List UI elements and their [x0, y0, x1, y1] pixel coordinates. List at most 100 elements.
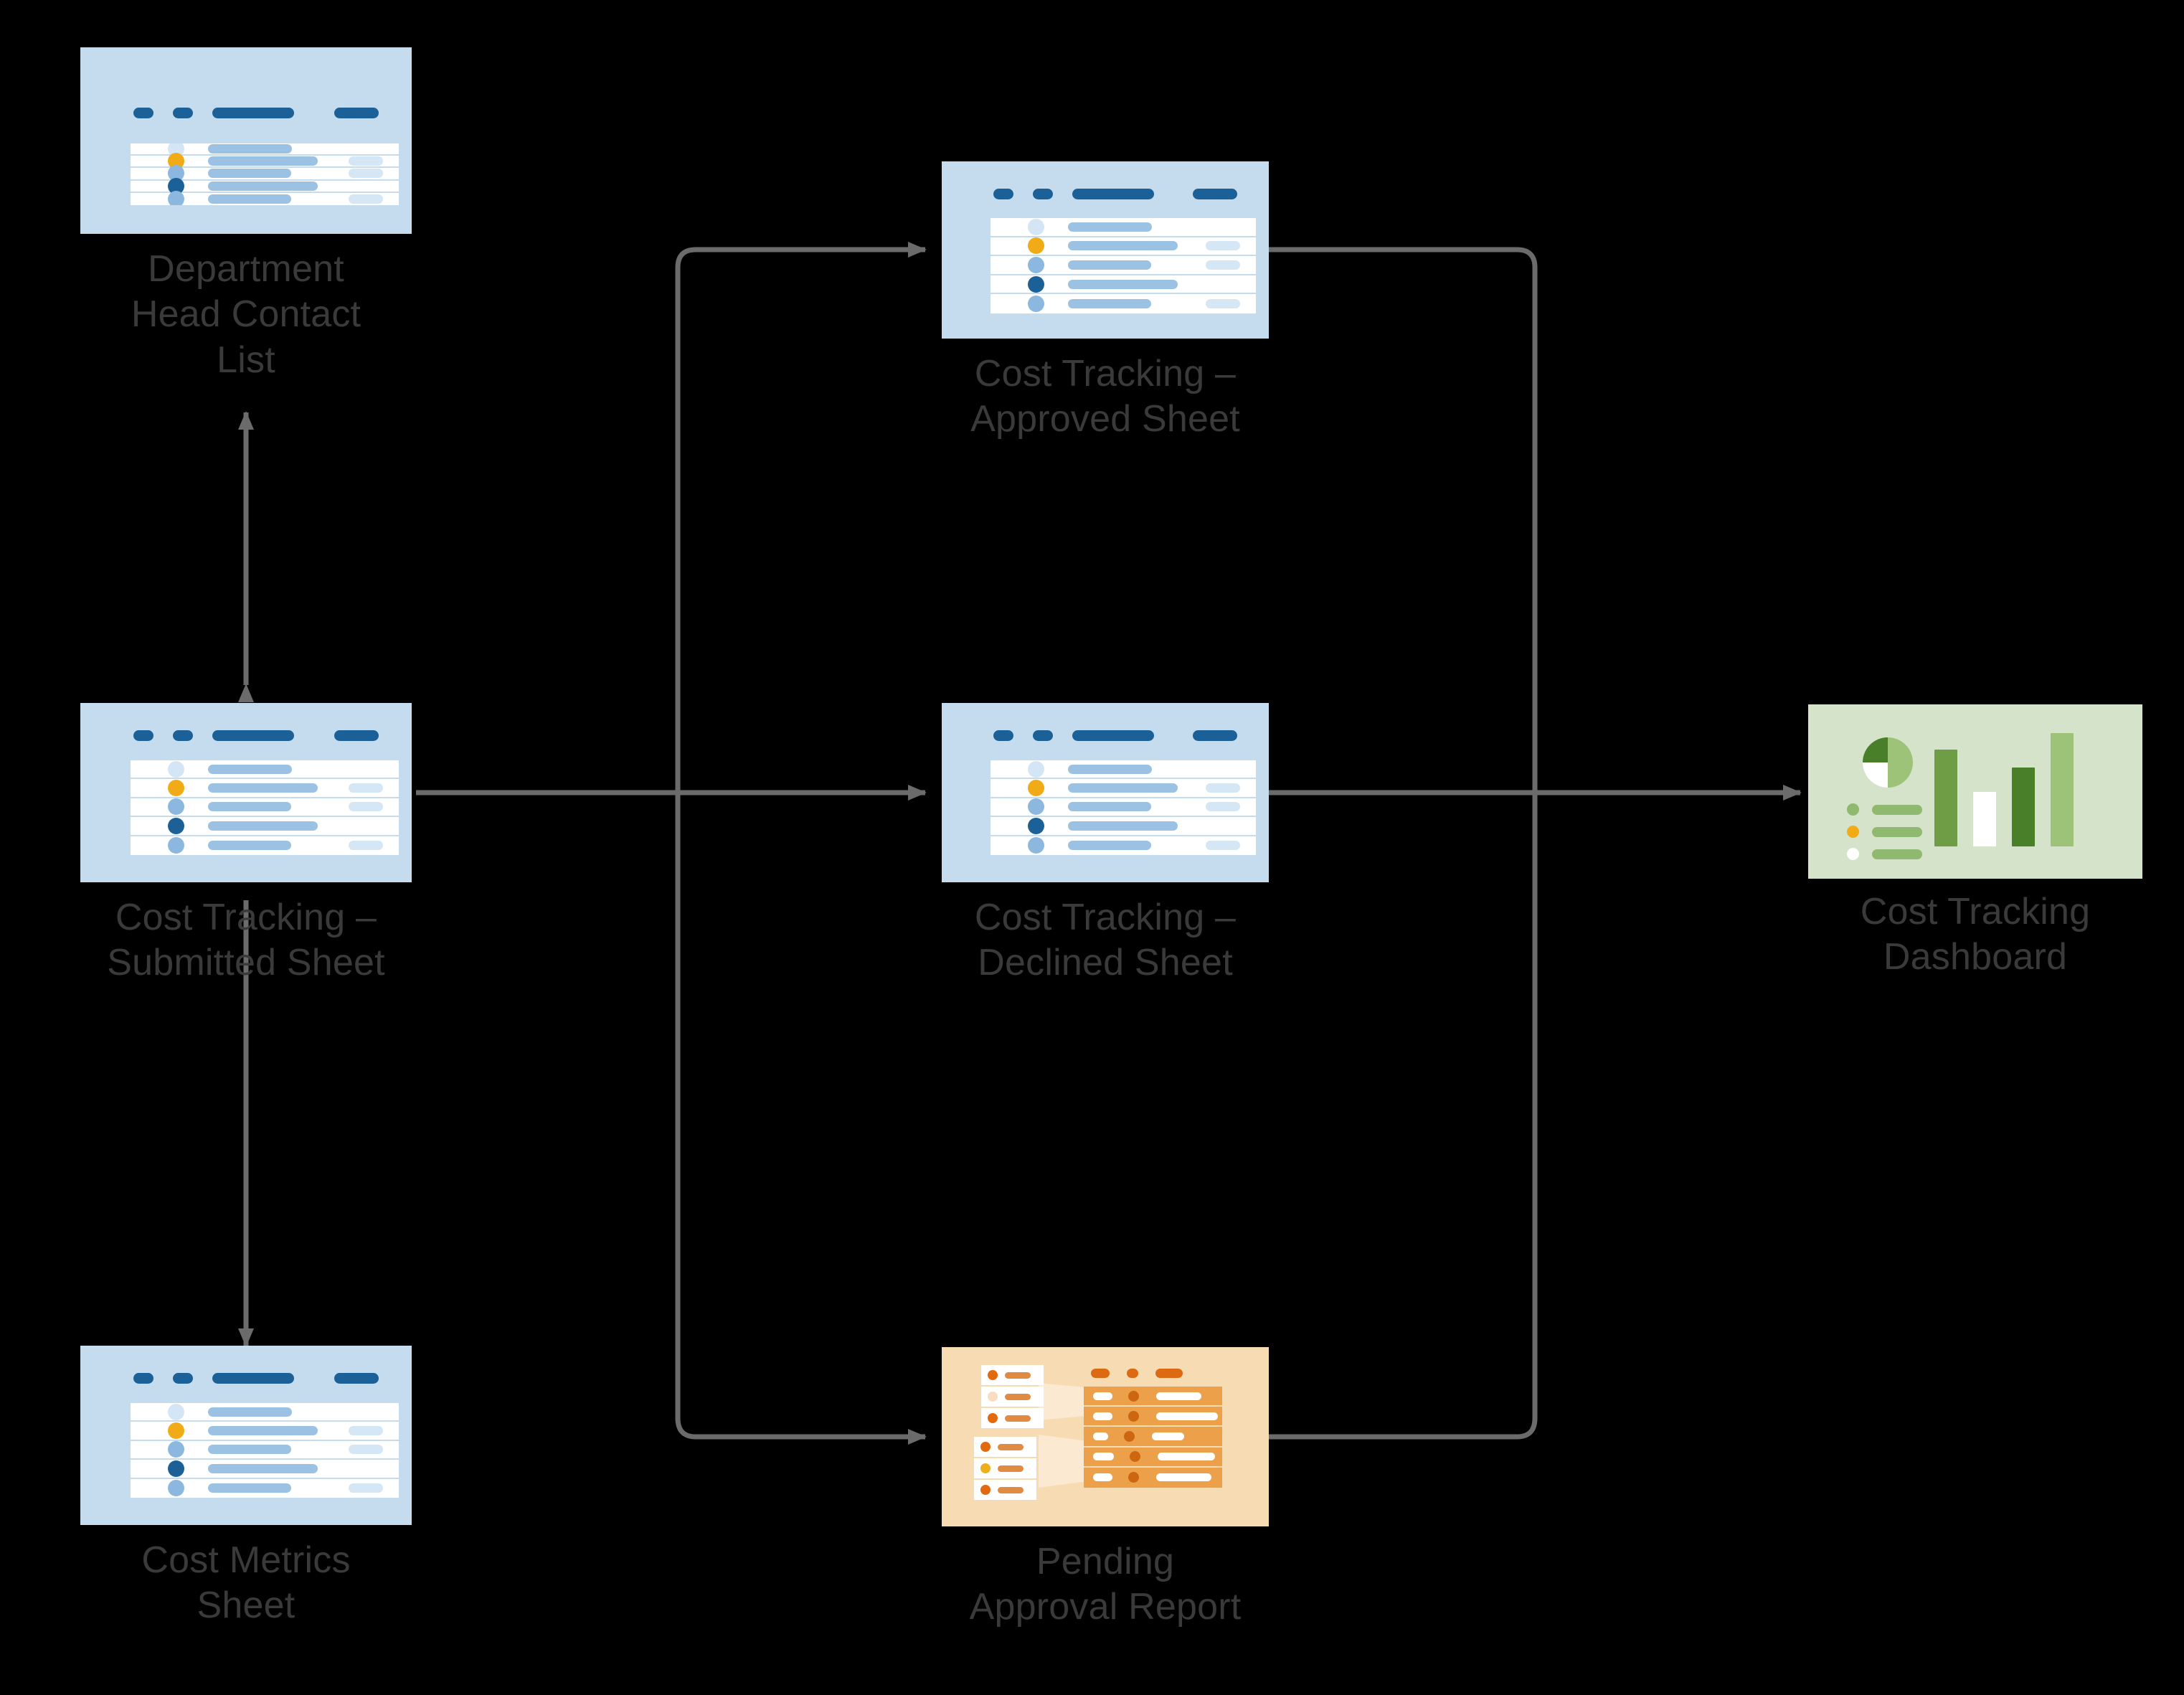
cell-dot	[1128, 1410, 1139, 1422]
status-dot	[1028, 275, 1044, 293]
legend-bar	[1872, 804, 1922, 815]
row-tail-bar	[1206, 260, 1240, 270]
report-icon	[942, 1347, 1269, 1526]
status-dot	[168, 1480, 184, 1497]
record-bar	[1005, 1393, 1031, 1400]
sheet-row	[991, 256, 1256, 275]
row-tail-bar	[349, 783, 383, 793]
status-dot	[1028, 780, 1044, 797]
sheet-row	[991, 218, 1256, 237]
sheet-row	[131, 1422, 399, 1441]
pie-slice-white	[1863, 762, 1888, 788]
row-bar	[1068, 821, 1178, 831]
status-dot	[168, 798, 184, 816]
chart-bar	[1934, 750, 1957, 846]
row-bar	[208, 783, 318, 793]
sheet-row	[991, 779, 1256, 798]
row-bar	[208, 1407, 292, 1417]
table-row	[1084, 1427, 1222, 1448]
row-tail-bar	[1206, 841, 1240, 851]
record-dot	[980, 1485, 991, 1495]
table-row	[1084, 1448, 1222, 1468]
row-bar	[208, 802, 291, 812]
row-tail-bar	[349, 169, 383, 179]
row-bar	[1068, 764, 1152, 774]
status-dot	[168, 177, 184, 194]
row-tail-bar	[349, 1483, 383, 1493]
row-bar	[208, 1445, 291, 1455]
record-dot	[988, 1370, 998, 1380]
row-bar	[208, 1483, 291, 1493]
status-dot	[168, 1460, 184, 1477]
status-dot	[168, 1403, 184, 1420]
node-label: Cost Tracking – Approved Sheet	[970, 353, 1240, 440]
record-card	[981, 1365, 1044, 1385]
status-dot	[168, 190, 184, 205]
row-tail-bar	[349, 194, 383, 204]
chart-bar	[2012, 768, 2035, 846]
row-tail-bar	[349, 1426, 383, 1436]
spreadsheet-icon	[942, 161, 1269, 339]
row-bar	[208, 181, 318, 191]
spreadsheet-icon	[80, 1346, 412, 1525]
edge-submitted-to-approved	[675, 242, 927, 793]
legend-bar	[1872, 849, 1922, 859]
row-tail-bar	[349, 1445, 383, 1455]
cell-bar	[1156, 1473, 1211, 1482]
cell-dot	[1128, 1390, 1139, 1402]
cell-bar	[1156, 1392, 1201, 1400]
row-bar	[1068, 783, 1178, 793]
row-bar	[1068, 279, 1178, 289]
legend-dot	[1847, 826, 1859, 838]
node-label: Department Head Contact List	[131, 248, 361, 381]
chart-legend	[1847, 803, 1922, 860]
spreadsheet-icon	[80, 703, 412, 882]
cell-dot	[1128, 1472, 1139, 1483]
header-pill	[1155, 1369, 1183, 1378]
row-tail-bar	[1206, 783, 1240, 793]
record-dot	[980, 1442, 991, 1452]
row-bar	[1068, 241, 1178, 251]
record-bar	[998, 1443, 1024, 1450]
row-bar	[208, 156, 318, 166]
sheet-row	[131, 153, 399, 170]
row-bar	[208, 144, 292, 154]
sheet-row	[131, 817, 399, 836]
record-card	[981, 1408, 1044, 1428]
sheet-row	[131, 190, 399, 205]
status-dot	[1028, 218, 1044, 235]
table-row	[1084, 1387, 1222, 1407]
sheet-row	[131, 1403, 399, 1422]
sheet-row	[991, 237, 1256, 257]
sheet-row	[131, 1460, 399, 1479]
report-table	[1084, 1387, 1222, 1488]
row-tail-bar	[349, 802, 383, 812]
row-bar	[208, 1463, 318, 1473]
sheet-row	[991, 817, 1256, 836]
legend-dot	[1847, 848, 1859, 860]
status-dot	[1028, 837, 1044, 854]
status-dot	[168, 780, 184, 797]
status-dot	[168, 837, 184, 854]
row-tail-bar	[349, 156, 383, 166]
status-dot	[168, 1441, 184, 1458]
record-dot	[988, 1392, 998, 1402]
node-label: Pending Approval Report	[969, 1541, 1242, 1628]
sheet-row	[131, 779, 399, 798]
node-label: Cost Tracking – Declined Sheet	[974, 897, 1237, 984]
row-tail-bar	[1206, 241, 1240, 251]
table-row	[1084, 1468, 1222, 1488]
status-dot	[1028, 817, 1044, 834]
sheet-row	[131, 165, 399, 182]
bar-chart-icon	[1934, 733, 2074, 846]
row-bar	[208, 1426, 318, 1436]
record-bar	[998, 1486, 1024, 1493]
legend-item	[1847, 826, 1922, 838]
cell-bar	[1093, 1432, 1108, 1440]
cell-bar	[1093, 1453, 1114, 1461]
cell-bar	[1156, 1412, 1218, 1420]
cell-bar	[1093, 1392, 1112, 1400]
row-bar	[208, 764, 292, 774]
cell-bar	[1152, 1432, 1184, 1440]
